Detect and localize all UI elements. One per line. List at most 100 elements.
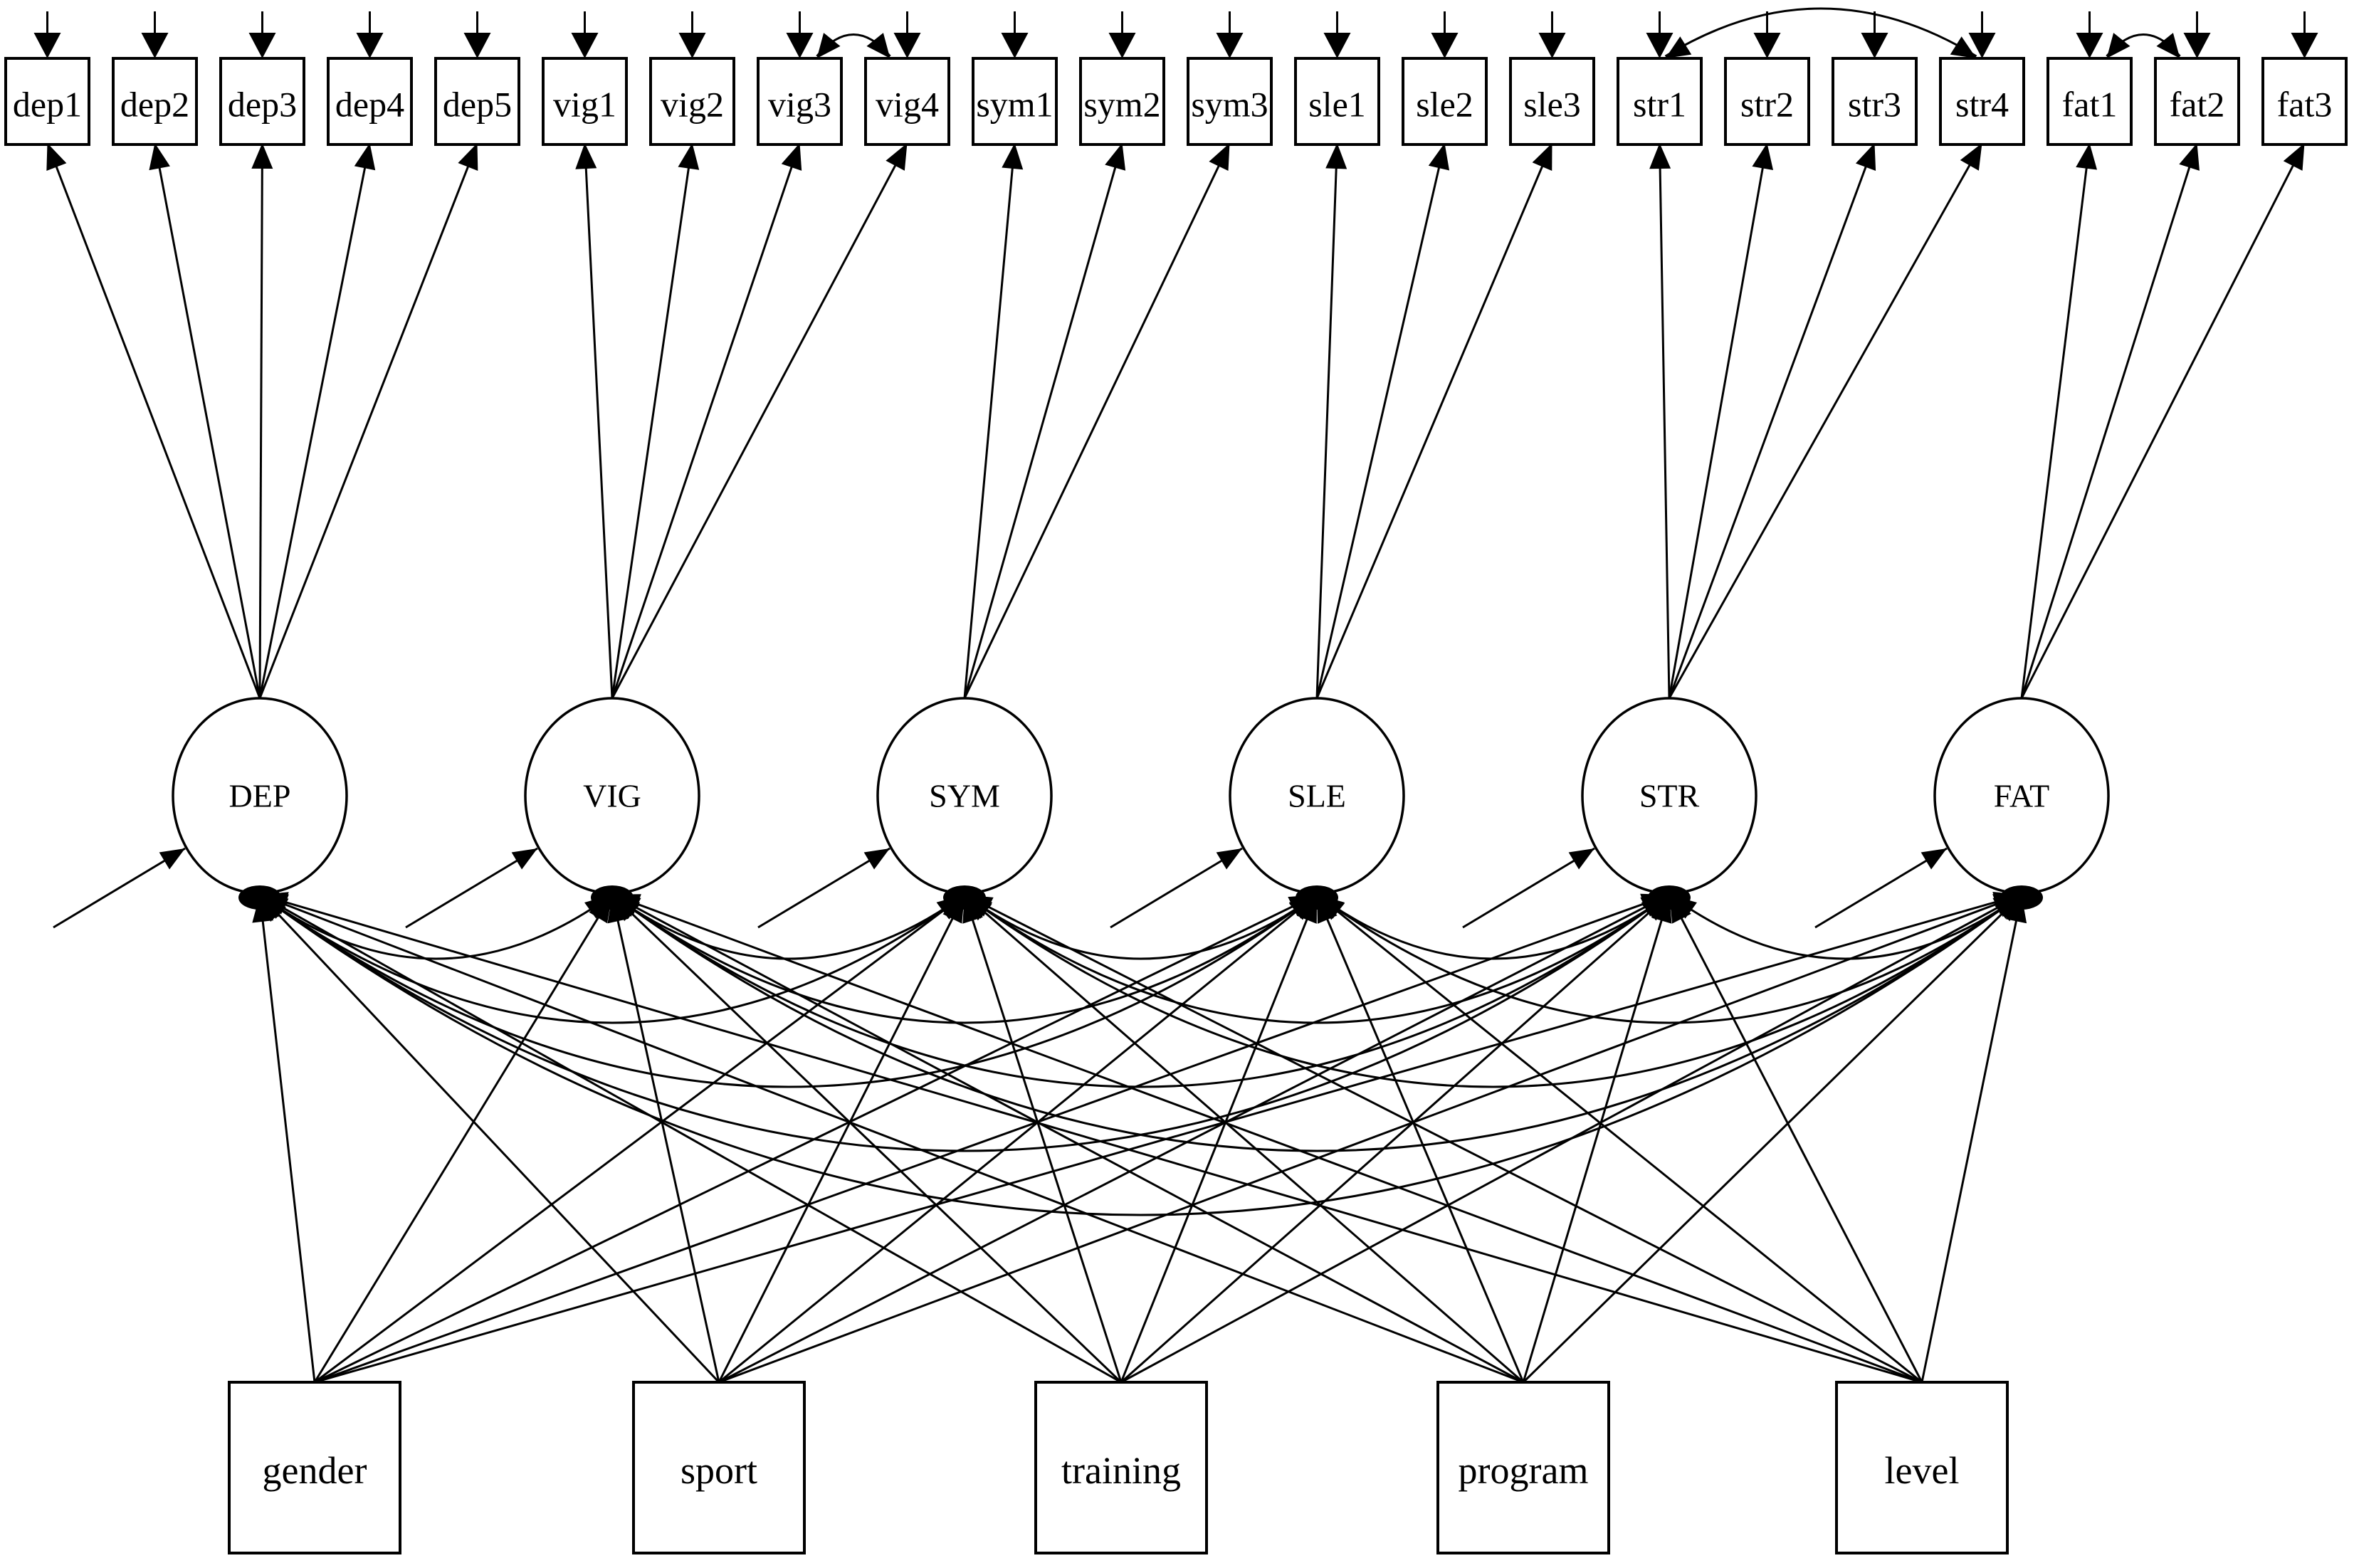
indicator-box-sym1 <box>972 57 1058 146</box>
error-arrowhead <box>1431 33 1459 58</box>
arrowhead-cluster-STR <box>1648 885 1691 910</box>
loading-arrowhead <box>886 143 908 171</box>
covariance-arc-SLE-STR <box>1316 893 1670 960</box>
covariance-arc-SYM-STR <box>964 893 1670 1024</box>
latent-label-STR: STR <box>1639 778 1700 814</box>
loading-SLE-sle3 <box>1315 142 1553 699</box>
regression-path-training-SYM <box>963 894 1123 1383</box>
loading-arrowhead <box>1649 143 1671 169</box>
covariance-arc-DEP-VIG <box>259 893 613 960</box>
measurement-error-arrows <box>33 11 2318 58</box>
covariate-label-sport: sport <box>681 1449 757 1492</box>
disturbance-arrow-VIG <box>405 847 538 929</box>
latent-label-SYM: SYM <box>929 778 1000 814</box>
regression-path-training-STR <box>1120 893 1670 1384</box>
error-arrowhead <box>678 33 706 58</box>
error-arrowhead <box>2076 33 2103 58</box>
regression-path-level-SYM <box>964 893 1923 1384</box>
error-covariance-arrowhead <box>1665 36 1692 58</box>
loading-arrowhead <box>251 143 273 169</box>
error-arrowhead <box>1753 33 1781 58</box>
loading-arrowhead <box>1532 143 1552 171</box>
loading-DEP-dep5 <box>258 142 478 699</box>
indicator-box-dep2 <box>112 57 198 146</box>
regression-path-gender-DEP <box>258 894 316 1383</box>
regression-path-program-SYM <box>964 893 1524 1384</box>
loading-arrowhead <box>575 143 597 169</box>
regression-path-sport-FAT <box>718 893 2022 1384</box>
covariance-arc-VIG-SYM <box>611 893 965 960</box>
indicator-box-vig4 <box>864 57 950 146</box>
regression-path-sport-SLE <box>718 893 1318 1384</box>
latent-label-FAT: FAT <box>1994 778 2049 814</box>
regression-paths <box>252 892 2027 1384</box>
regression-path-sport-VIG <box>611 894 720 1383</box>
disturbance-arrowhead <box>1920 848 1947 870</box>
regression-path-training-VIG <box>611 893 1123 1384</box>
disturbance-arrow-FAT <box>1814 847 1948 929</box>
covariance-arc-SYM-SLE <box>964 893 1318 960</box>
error-arrowhead <box>1646 33 1673 58</box>
error-arrowhead <box>1216 33 1244 58</box>
indicator-box-str2 <box>1724 57 1810 146</box>
indicator-box-dep4 <box>327 57 413 146</box>
loading-STR-str2 <box>1668 142 1768 699</box>
disturbance-arrow-SYM <box>757 847 890 929</box>
indicator-box-str3 <box>1832 57 1918 146</box>
error-covariance-arrowhead <box>2106 33 2130 58</box>
regression-path-program-DEP <box>259 893 1524 1384</box>
loading-DEP-dep3 <box>258 142 263 699</box>
error-arrowhead <box>33 33 61 58</box>
disturbance-arrowhead <box>511 848 537 870</box>
regression-path-gender-FAT <box>314 893 2022 1384</box>
error-arrowhead <box>1968 33 1996 58</box>
regression-path-level-FAT <box>1920 894 2023 1383</box>
error-arrowhead <box>1108 33 1136 58</box>
loading-arrowhead <box>1209 143 1230 171</box>
error-covariance-arrowhead <box>1950 36 1977 58</box>
loading-arrowhead <box>678 143 700 170</box>
indicator-label-sle1: sle1 <box>1308 85 1366 125</box>
disturbance-arrowhead <box>159 848 185 870</box>
covariance-arc-DEP-FAT <box>259 893 2022 1216</box>
covariate-box-level <box>1835 1381 2009 1554</box>
indicator-label-dep2: dep2 <box>120 85 189 125</box>
loading-VIG-vig4 <box>611 142 908 699</box>
loading-arrowhead <box>1105 143 1126 171</box>
loading-arrowhead <box>458 143 478 171</box>
disturbance-arrows <box>53 847 1948 929</box>
arrowhead-cluster-SLE <box>1296 885 1338 910</box>
indicator-label-dep3: dep3 <box>228 85 297 125</box>
indicator-label-sle2: sle2 <box>1416 85 1473 125</box>
error-arrowhead <box>1001 33 1029 58</box>
loading-DEP-dep2 <box>154 142 261 699</box>
error-arrowhead <box>1861 33 1888 58</box>
loading-arrowhead <box>1960 143 1982 171</box>
loading-arrowhead <box>46 143 67 171</box>
indicator-label-sym1: sym1 <box>976 85 1053 125</box>
indicator-label-fat3: fat3 <box>2277 85 2333 125</box>
loading-arrowhead <box>149 143 170 171</box>
loading-arrowhead <box>2283 143 2305 171</box>
regression-path-gender-SLE <box>314 893 1318 1384</box>
error-arrowhead <box>463 33 491 58</box>
loading-SLE-sle1 <box>1315 142 1338 699</box>
error-covariance-arrowhead <box>866 33 890 58</box>
indicator-box-vig3 <box>757 57 843 146</box>
factor-loadings <box>46 142 2306 699</box>
error-arrowhead <box>571 33 599 58</box>
error-arrowhead <box>141 33 169 58</box>
regression-path-level-STR <box>1668 894 1923 1383</box>
disturbance-arrowhead <box>863 848 890 870</box>
loading-VIG-vig2 <box>611 142 693 699</box>
arrowhead-cluster-FAT <box>2000 885 2043 910</box>
regression-path-level-DEP <box>259 893 1923 1384</box>
covariate-label-gender: gender <box>263 1449 367 1492</box>
loading-SYM-sym2 <box>963 142 1123 699</box>
indicator-box-vig2 <box>649 57 735 146</box>
loading-FAT-fat3 <box>2020 142 2306 699</box>
covariate-label-level: level <box>1885 1449 1960 1492</box>
indicator-box-str1 <box>1617 57 1703 146</box>
